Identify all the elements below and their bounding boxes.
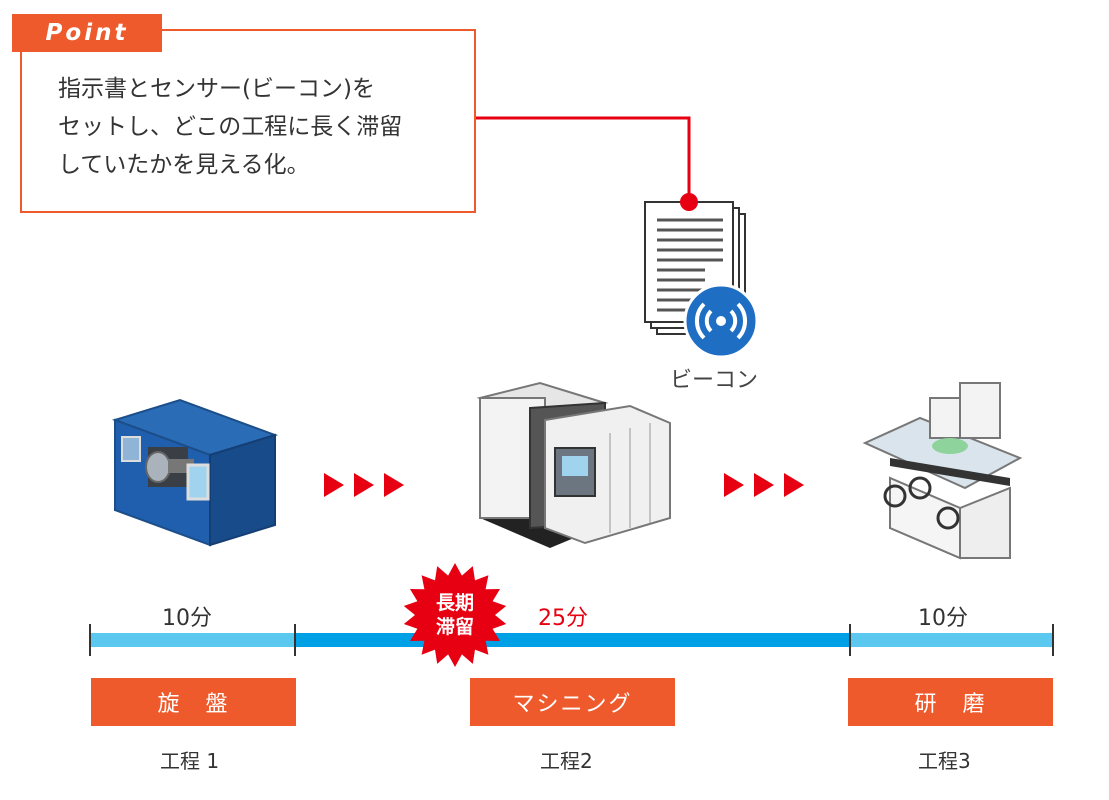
time-label-1: 10分	[162, 606, 212, 631]
lathe-machine-icon	[111, 398, 279, 547]
beacon-label: ビーコン	[670, 368, 759, 393]
grinding-machine-icon	[862, 382, 1023, 560]
machining-center-icon	[476, 381, 671, 548]
point-line-2: セットし、どこの工程に長く滞留	[58, 114, 403, 140]
point-text: 指示書とセンサー(ビーコン)を セットし、どこの工程に長く滞留 していたかを見え…	[58, 70, 463, 184]
process-box-2: マシニング	[470, 678, 675, 726]
point-tag: Point	[12, 14, 162, 52]
badge-line-2: 滞留	[435, 616, 474, 638]
step-label-3: 工程3	[918, 749, 971, 773]
point-line-3: していたかを見える化。	[58, 152, 310, 178]
long-stay-burst-icon	[403, 563, 507, 667]
step-label-1: 工程 1	[160, 749, 220, 773]
badge-line-1: 長期	[435, 592, 474, 614]
beacon-icon	[683, 283, 759, 359]
step-label-2: 工程2	[540, 749, 593, 773]
point-line-1: 指示書とセンサー(ビーコン)を	[58, 76, 375, 102]
process-box-1: 旋 盤	[91, 678, 296, 726]
time-label-3: 10分	[918, 606, 968, 631]
flow-arrows-1	[324, 473, 404, 497]
process-box-3: 研 磨	[848, 678, 1053, 726]
time-label-2: 25分	[538, 606, 588, 631]
point-callout-box	[20, 29, 476, 213]
flow-arrows-2	[724, 473, 804, 497]
long-stay-badge: 長期 滞留	[405, 591, 505, 639]
